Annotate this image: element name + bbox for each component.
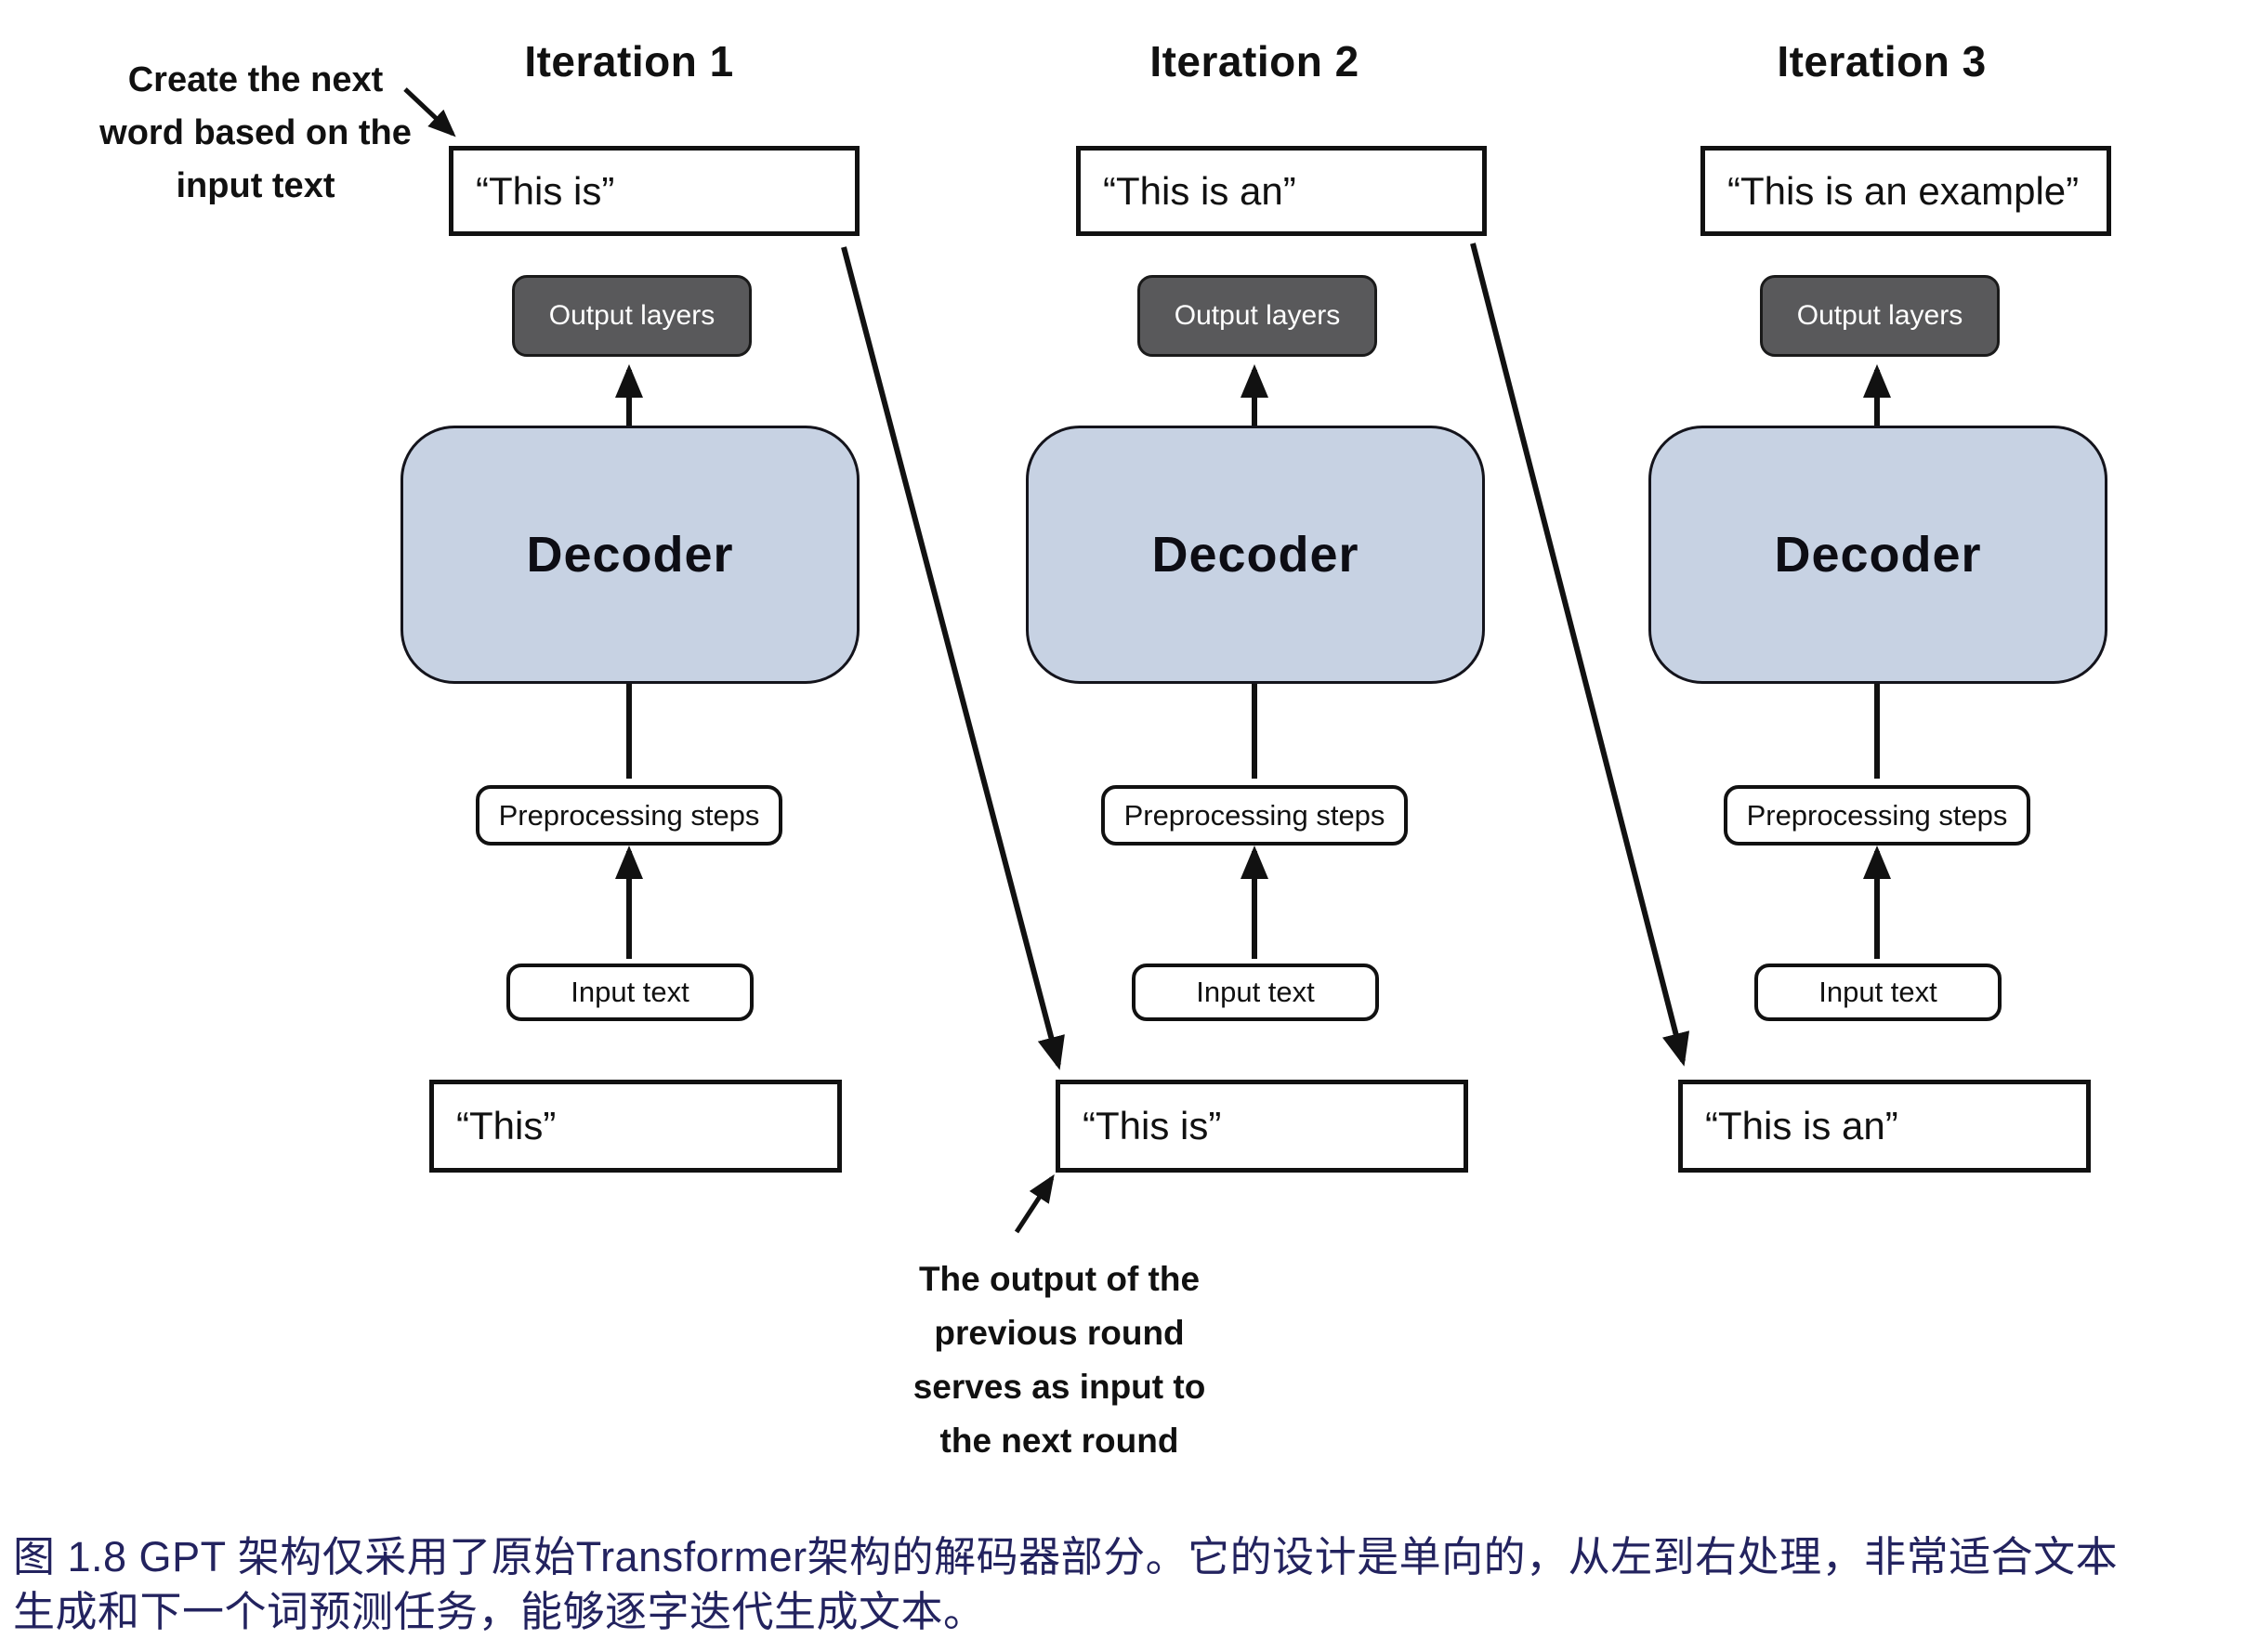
input-text-block-3: Input text <box>1754 964 2002 1021</box>
output-text-box-1: “This is” <box>449 146 860 236</box>
decoder-block-3: Decoder <box>1648 426 2107 684</box>
preprocessing-label-1: Preprocessing steps <box>498 798 760 832</box>
caption-line-2: 生成和下一个词预测任务，能够逐字迭代生成文本。 <box>13 1588 986 1635</box>
decoder-label-2: Decoder <box>1151 527 1359 583</box>
figure-caption: 图 1.8 GPT 架构仅采用了原始Transformer架构的解码器部分。它的… <box>13 1529 2251 1639</box>
decoder-block-1: Decoder <box>400 426 860 684</box>
output-layers-label-3: Output layers <box>1796 300 1963 331</box>
preprocessing-block-3: Preprocessing steps <box>1724 785 2030 846</box>
preprocessing-block-2: Preprocessing steps <box>1101 785 1408 846</box>
iteration-1-title: Iteration 1 <box>524 37 734 85</box>
output-text-box-3: “This is an example” <box>1700 146 2111 236</box>
decoder-block-2: Decoder <box>1026 426 1485 684</box>
output-text-3: “This is an example” <box>1727 168 2080 213</box>
output-layers-label-1: Output layers <box>548 300 715 331</box>
decoder-label-3: Decoder <box>1774 527 1982 583</box>
decoder-label-1: Decoder <box>526 527 734 583</box>
input-string-3: “This is an” <box>1705 1104 1898 1147</box>
preprocessing-block-1: Preprocessing steps <box>476 785 782 846</box>
annotation-create-next-word: Create the next word based on the input … <box>70 54 441 213</box>
input-string-box-2: “This is” <box>1056 1080 1468 1173</box>
annotation-line: the next round <box>939 1422 1179 1460</box>
arrow-output2-to-input3 <box>1470 243 1690 1067</box>
annotation-line: serves as input to <box>912 1368 1206 1406</box>
input-text-label-1: Input text <box>571 976 689 1008</box>
output-layers-block-3: Output layers <box>1760 275 2000 357</box>
input-text-block-1: Input text <box>506 964 754 1021</box>
iteration-3-title: Iteration 3 <box>1777 37 1987 85</box>
annotation-line: input text <box>176 166 335 205</box>
preprocessing-label-3: Preprocessing steps <box>1746 798 2008 832</box>
annotation-line: word based on the <box>99 113 412 152</box>
input-string-box-3: “This is an” <box>1678 1080 2091 1173</box>
annotation-line: The output of the <box>918 1260 1201 1298</box>
annotation-feedback-loop: The output of the previous round serves … <box>862 1252 1256 1468</box>
output-text-box-2: “This is an” <box>1076 146 1487 236</box>
output-layers-block-2: Output layers <box>1137 275 1377 357</box>
arrow-feedback-pointer <box>1014 1173 1055 1234</box>
annotation-line: Create the next <box>127 60 384 99</box>
caption-line-1: 图 1.8 GPT 架构仅采用了原始Transformer架构的解码器部分。它的… <box>13 1533 2119 1580</box>
annotation-line: previous round <box>934 1314 1185 1352</box>
input-text-label-2: Input text <box>1196 976 1315 1008</box>
input-string-box-1: “This” <box>429 1080 842 1173</box>
preprocessing-label-2: Preprocessing steps <box>1123 798 1385 832</box>
iteration-2-title: Iteration 2 <box>1149 37 1359 85</box>
input-string-1: “This” <box>456 1104 557 1147</box>
output-layers-block-1: Output layers <box>512 275 752 357</box>
output-layers-label-2: Output layers <box>1174 300 1341 331</box>
input-text-block-2: Input text <box>1132 964 1379 1021</box>
input-text-label-3: Input text <box>1818 976 1937 1008</box>
output-text-1: “This is” <box>476 168 615 213</box>
input-string-2: “This is” <box>1083 1104 1222 1147</box>
arrow-output1-to-input2 <box>841 246 1065 1070</box>
output-text-2: “This is an” <box>1103 168 1296 213</box>
